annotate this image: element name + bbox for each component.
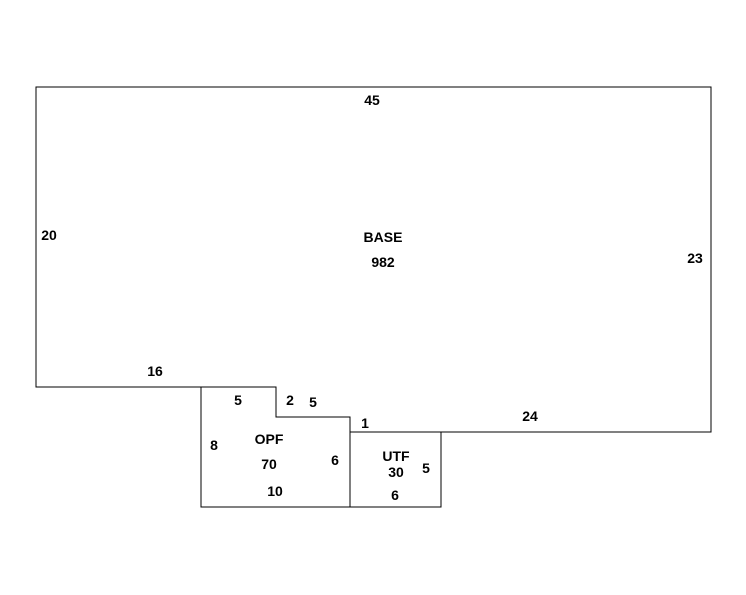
dim-opf-bottom: 10 (267, 483, 283, 499)
utf-outline (349, 431, 442, 508)
dim-utf-bottom: 6 (391, 487, 399, 503)
dim-opf-step-top: 5 (309, 394, 317, 410)
dim-base-bottom-left: 16 (147, 363, 163, 379)
dim-utf-right: 5 (422, 460, 430, 476)
base-area-name: BASE (364, 229, 403, 245)
base-area-sqft: 982 (371, 254, 395, 270)
dim-opf-step-right: 1 (361, 415, 369, 431)
dim-base-bottom-right: 24 (522, 408, 538, 424)
utf-area-sqft: 30 (388, 464, 404, 480)
opf-area-name: OPF (255, 431, 284, 447)
dim-base-top: 45 (364, 92, 380, 108)
dim-opf-left: 8 (210, 437, 218, 453)
dim-base-left: 20 (41, 227, 57, 243)
dim-opf-step-down: 2 (286, 392, 294, 408)
dim-opf-right: 6 (331, 452, 339, 468)
dim-base-right: 23 (687, 250, 703, 266)
opf-outline (200, 386, 351, 508)
utf-area-name: UTF (382, 448, 410, 464)
opf-area-sqft: 70 (261, 456, 277, 472)
dim-opf-top: 5 (234, 392, 242, 408)
